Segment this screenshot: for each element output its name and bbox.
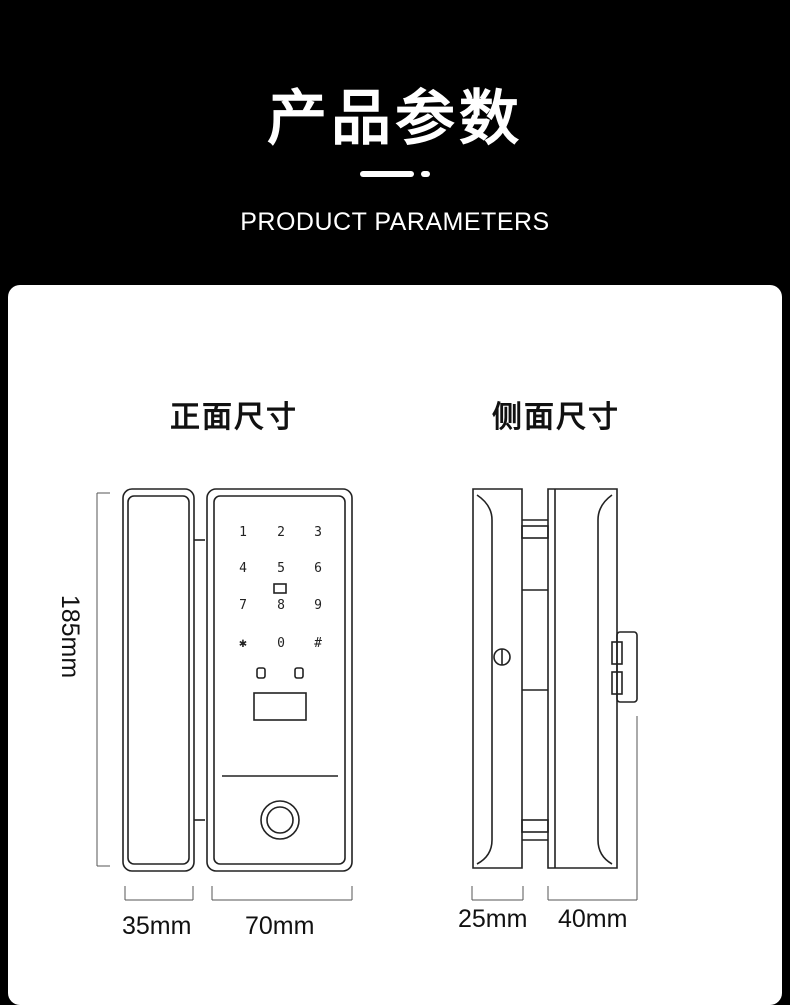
front-dimension-lines xyxy=(96,492,353,901)
key-4: 4 xyxy=(239,561,247,576)
key-9: 9 xyxy=(314,598,322,613)
key-7: 7 xyxy=(239,598,247,613)
parameters-card xyxy=(8,285,782,1005)
key-hash: # xyxy=(314,636,322,651)
header: 产品参数 PRODUCT PARAMETERS xyxy=(0,0,790,285)
side-left-width-dimension: 25mm xyxy=(458,905,528,933)
key-2: 2 xyxy=(277,525,285,540)
title-divider-dot xyxy=(421,171,430,177)
lock-drawing: 1 2 3 4 5 6 7 8 9 ✱ 0 # xyxy=(96,488,638,901)
key-3: 3 xyxy=(314,525,322,540)
side-left-body xyxy=(472,488,549,869)
side-dimension-lines xyxy=(471,716,638,901)
key-1: 1 xyxy=(239,525,247,540)
page-title: 产品参数 xyxy=(267,84,523,154)
key-6: 6 xyxy=(314,561,322,576)
front-view-label: 正面尺寸 xyxy=(170,400,298,435)
front-right-width-dimension: 70mm xyxy=(245,912,315,940)
side-right-body xyxy=(522,488,638,869)
front-height-dimension: 185mm xyxy=(56,594,85,679)
front-left-body xyxy=(122,488,205,872)
side-right-width-dimension: 40mm xyxy=(558,905,628,933)
front-right-body xyxy=(206,488,353,872)
key-5: 5 xyxy=(277,561,285,576)
key-8: 8 xyxy=(277,598,285,613)
title-divider-line xyxy=(360,171,414,177)
key-star: ✱ xyxy=(239,636,247,651)
page-subtitle: PRODUCT PARAMETERS xyxy=(240,208,550,236)
keypad: 1 2 3 4 5 6 7 8 9 ✱ 0 # xyxy=(239,525,322,651)
key-0: 0 xyxy=(277,636,285,651)
side-view-label: 侧面尺寸 xyxy=(492,400,620,435)
front-left-width-dimension: 35mm xyxy=(122,912,192,940)
